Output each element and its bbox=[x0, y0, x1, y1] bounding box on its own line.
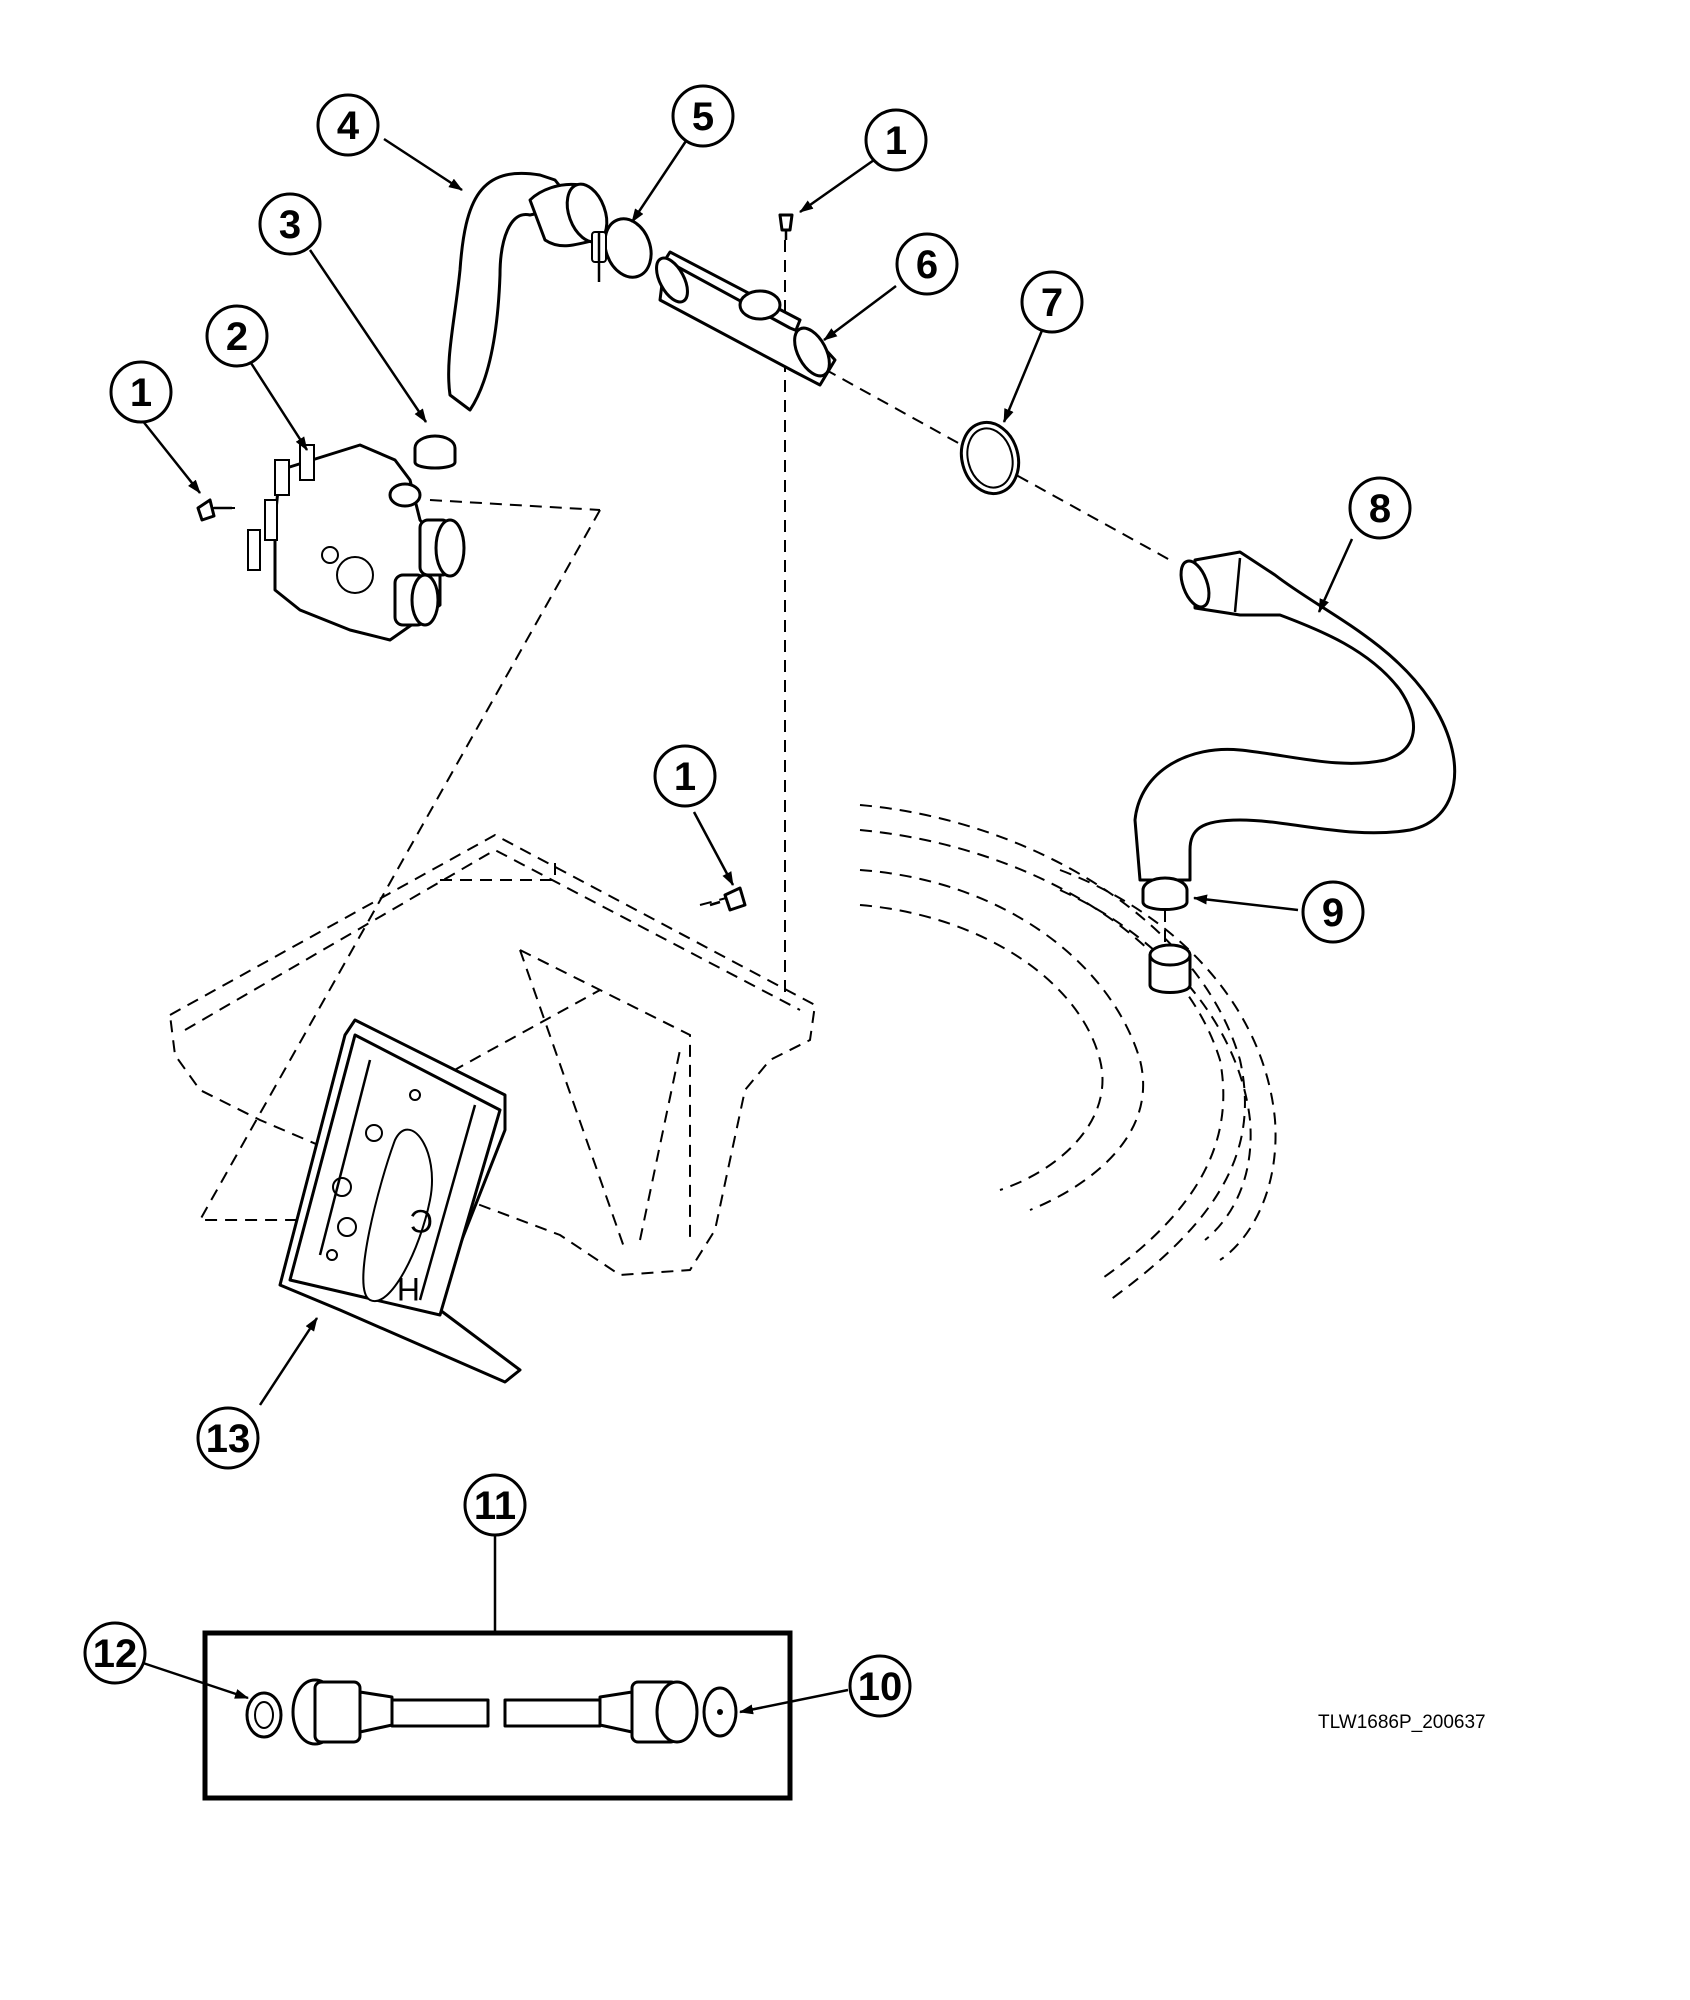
callout-8: 8 bbox=[1348, 476, 1412, 540]
callout-5: 5 bbox=[671, 84, 735, 148]
tub-outline bbox=[859, 804, 1277, 1301]
drawing-reference-code: TLW1686P_200637 bbox=[1318, 1712, 1486, 1733]
valve-bracket bbox=[278, 1018, 522, 1384]
callout-11-label: 11 bbox=[474, 1484, 516, 1528]
drain-hose bbox=[1133, 550, 1457, 882]
callout-1-left: 1 bbox=[109, 360, 173, 424]
callout-4: 4 bbox=[316, 93, 380, 157]
leader-arrows bbox=[141, 137, 1354, 1715]
callout-2: 2 bbox=[205, 304, 269, 368]
callout-12-label: 12 bbox=[93, 1632, 138, 1676]
callout-5-label: 5 bbox=[692, 95, 714, 139]
callout-7: 7 bbox=[1020, 270, 1084, 334]
callout-1-top-label: 1 bbox=[885, 119, 907, 163]
callout-13: 13 bbox=[196, 1406, 260, 1470]
callout-6: 6 bbox=[895, 232, 959, 296]
callout-13-label: 13 bbox=[206, 1417, 251, 1461]
water-valve bbox=[247, 443, 466, 642]
cabinet-outline bbox=[168, 240, 1171, 1277]
screw-middle bbox=[709, 886, 747, 912]
callout-8-label: 8 bbox=[1369, 487, 1391, 531]
callout-7-label: 7 bbox=[1041, 281, 1063, 325]
callout-11: 11 bbox=[463, 1473, 527, 1537]
callout-1-top: 1 bbox=[864, 108, 928, 172]
callout-10-label: 10 bbox=[858, 1665, 903, 1709]
callout-3-label: 3 bbox=[279, 203, 301, 247]
tub-inlet bbox=[1148, 943, 1192, 994]
callout-9-label: 9 bbox=[1322, 891, 1344, 935]
hose-clamp-screw bbox=[591, 217, 653, 282]
callout-3: 3 bbox=[258, 192, 322, 256]
hose-clamp-drain bbox=[1141, 876, 1189, 911]
hose-clamp-small bbox=[413, 434, 457, 470]
fill-hose bbox=[447, 171, 609, 412]
inlet-hose-assembly bbox=[202, 1630, 793, 1801]
callout-1-mid: 1 bbox=[653, 744, 717, 808]
callout-4-label: 4 bbox=[337, 104, 360, 148]
callout-1-left-label: 1 bbox=[130, 371, 152, 415]
callout-2-label: 2 bbox=[226, 315, 248, 359]
screw-top bbox=[778, 213, 794, 240]
callout-12: 12 bbox=[83, 1621, 147, 1685]
callout-6-label: 6 bbox=[916, 243, 938, 287]
hose-clamp-ring bbox=[959, 420, 1021, 496]
bracket-letter-c: C bbox=[410, 1203, 433, 1239]
screw-left bbox=[196, 498, 232, 522]
tee-nozzle bbox=[655, 250, 837, 387]
bracket-letter-h: H bbox=[397, 1271, 420, 1307]
callout-10: 10 bbox=[848, 1654, 912, 1718]
callout-9: 9 bbox=[1301, 880, 1365, 944]
callout-1-mid-label: 1 bbox=[674, 755, 696, 799]
